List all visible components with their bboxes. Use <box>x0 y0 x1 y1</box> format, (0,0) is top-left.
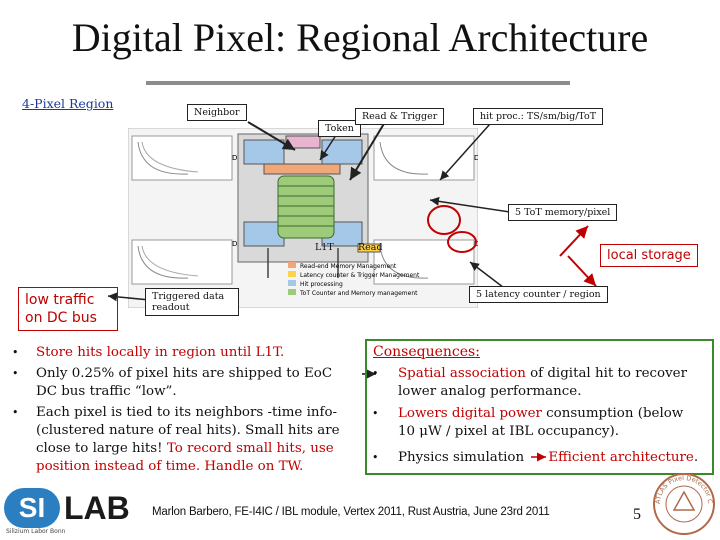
d-label: D <box>474 154 478 162</box>
pixel-cell-tl <box>131 135 233 181</box>
hit-proc-callout: hit proc.: TS/sm/big/ToT <box>473 108 604 125</box>
highlight-ring <box>427 205 461 235</box>
d-label: D <box>232 240 237 248</box>
low-traffic-label: low traffic on DC bus <box>18 287 118 331</box>
consequence-item: Physics simulation Efficient architectur… <box>398 450 699 465</box>
bullet-item-cont: (clustered nature of real hits). Small h… <box>36 423 340 438</box>
bullet-dot: • <box>372 451 379 464</box>
region-link[interactable]: 4-Pixel Region <box>22 96 114 111</box>
logo-lab: LAB <box>64 490 130 526</box>
read-trigger-callout: Read & Trigger <box>355 108 445 125</box>
bullet-item-cont: DC bus traffic “low”. <box>36 384 177 399</box>
pixel-cell-br <box>373 239 475 285</box>
tot-memory-callout: 5 ToT memory/pixel <box>508 204 618 221</box>
latency-counter-callout: 5 latency counter / region <box>469 286 608 303</box>
bullet-item-cont: close to large hits! To record small hit… <box>36 441 334 456</box>
read-label: Read <box>358 242 383 253</box>
token-callout: Token <box>318 120 361 137</box>
bullet-item: Each pixel is tied to its neighbors -tim… <box>36 405 338 420</box>
l1t-label: L1T <box>315 242 334 253</box>
silab-logo: SI LAB Silizium Labor Bonn <box>4 488 134 536</box>
bullet-dot: • <box>12 346 19 359</box>
logo-subtitle: Silizium Labor Bonn <box>6 528 66 535</box>
svg-text:ATLAS Pixel Detector Collabora: ATLAS Pixel Detector Collaboration <box>650 470 714 504</box>
pixel-cell-tr <box>373 135 475 181</box>
page-title: Digital Pixel: Regional Architecture <box>71 15 649 60</box>
consequence-item: Lowers digital power consumption (below <box>398 406 684 421</box>
consequence-item-cont: 10 μW / pixel at IBL occupancy). <box>398 424 619 439</box>
consequences-box: Consequences: • Spatial association of d… <box>365 339 714 475</box>
pixel-cell-bl <box>131 239 233 285</box>
bullet-dot: • <box>372 407 379 420</box>
bullet-item-cont: position instead of time. Handle on TW. <box>36 459 304 474</box>
legend-item: Read-end Memory Management <box>300 263 397 270</box>
neighbor-callout: Neighbor <box>187 104 247 121</box>
title-divider <box>146 81 570 85</box>
legend-item: ToT Counter and Memory management <box>299 290 418 297</box>
triggered-readout-callout: Triggered data readout <box>145 288 239 316</box>
page-number: 5 <box>633 506 641 523</box>
atlas-stamp: ATLAS Pixel Detector Collaboration <box>650 470 715 535</box>
consequence-item-cont: lower analog performance. <box>398 384 582 399</box>
highlight-ring <box>447 231 477 253</box>
local-storage-label: local storage <box>600 244 698 267</box>
bullet-item: Store hits locally in region until L1T. <box>36 345 285 360</box>
bullet-dot: • <box>12 367 19 380</box>
legend-item: Hit processing <box>300 281 343 288</box>
consequences-heading: Consequences: <box>373 344 480 360</box>
consequence-item: Spatial association of digital hit to re… <box>398 366 687 381</box>
bullet-dot: • <box>12 406 19 419</box>
footer-citation: Marlon Barbero, FE-I4IC / IBL module, Ve… <box>152 506 550 518</box>
bullet-dot: • <box>372 367 379 380</box>
logo-si: SI <box>4 488 60 528</box>
region-diagram: D D D D Read-end Memory Management Laten… <box>128 128 478 308</box>
bullet-item: Only 0.25% of pixel hits are shipped to … <box>36 366 333 381</box>
legend-item: Latency counter & Trigger Management <box>300 272 420 279</box>
d-label: D <box>232 154 237 162</box>
